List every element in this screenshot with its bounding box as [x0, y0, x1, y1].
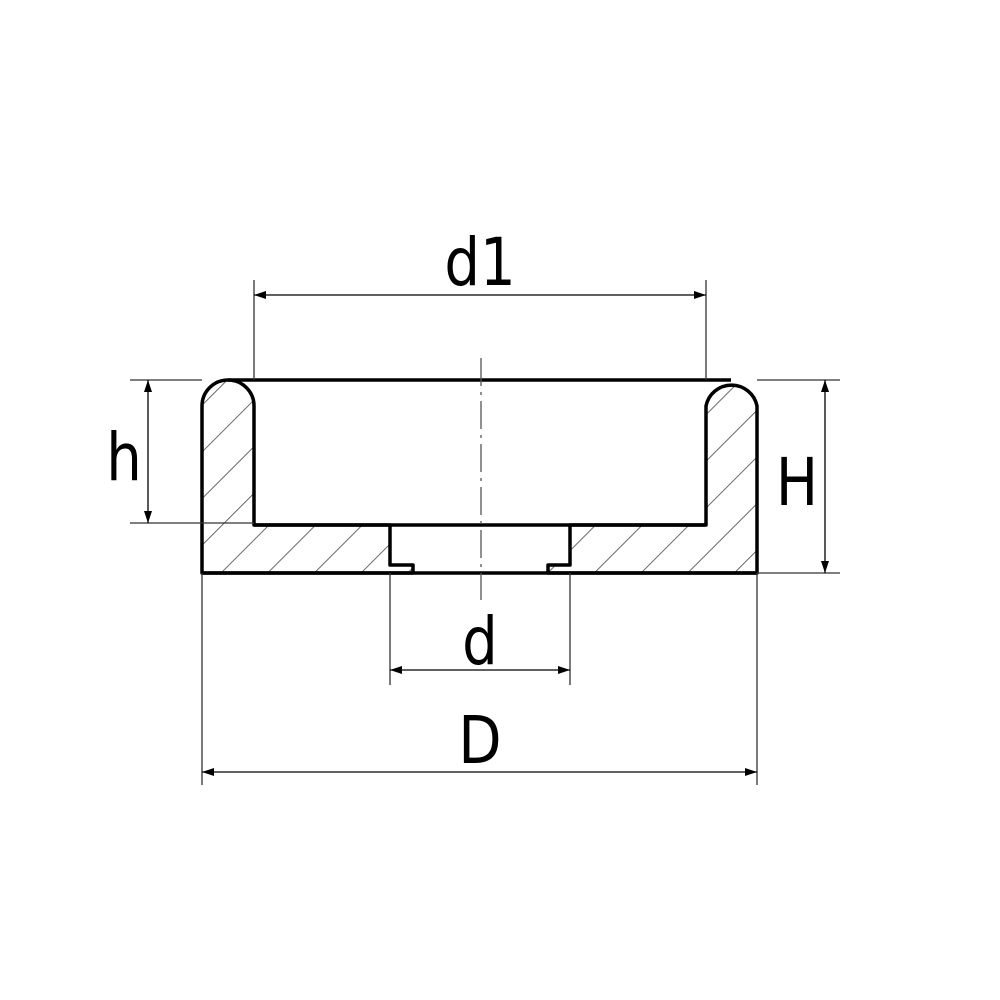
label-h: h: [106, 420, 142, 497]
label-H: H: [776, 445, 818, 522]
section-right-half: [546, 383, 759, 575]
label-d: d: [462, 604, 498, 681]
section-left-half: [200, 378, 415, 575]
label-D: D: [458, 703, 501, 780]
label-d1: d1: [444, 225, 515, 302]
